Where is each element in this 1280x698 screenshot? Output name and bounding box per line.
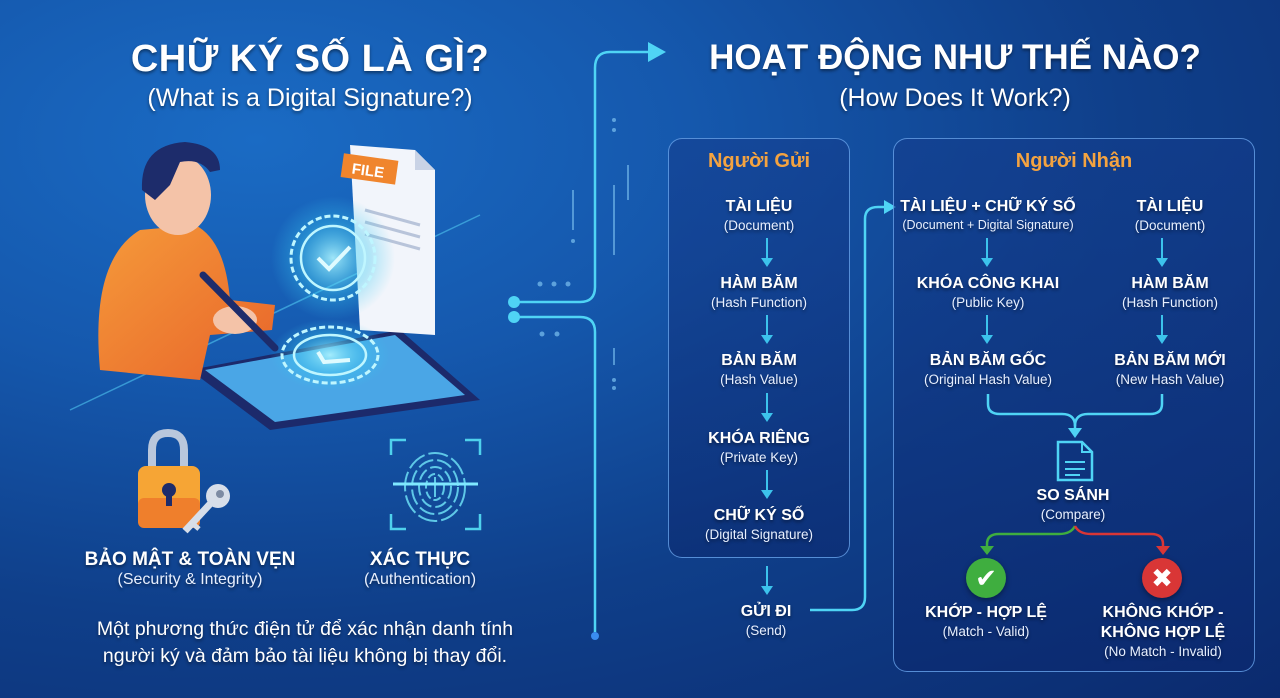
feature-security: BẢO MẬT & TOÀN VẸN (Security & Integrity…: [60, 549, 320, 589]
arrow-down-icon: [761, 566, 773, 595]
arrow-down-icon: [981, 315, 993, 344]
x-circle-icon: ✖: [1142, 558, 1182, 598]
arrow-down-icon: [761, 238, 773, 267]
result-valid: KHỚP - HỢP LỆ(Match - Valid): [925, 604, 1047, 639]
arrow-right-icon: [884, 200, 896, 214]
receiver-step-original-hash: BẢN BĂM GỐC(Original Hash Value): [923, 352, 1053, 387]
receiver-step-document: TÀI LIỆU(Document): [1134, 198, 1206, 233]
description-line-2: người ký và đảm bảo tài liệu không bị th…: [102, 645, 508, 667]
arrow-down-icon: [1068, 428, 1082, 438]
description-line-1: Một phương thức điện tử để xác nhận danh…: [96, 618, 514, 640]
sender-step-hash-function: HÀM BĂM(Hash Function): [710, 275, 808, 310]
receiver-step-doc-signature: TÀI LIỆU + CHỮ KÝ SỐ(Document + Digital …: [900, 198, 1076, 232]
receiver-step-new-hash: BẢN BĂM MỚI(New Hash Value): [1114, 352, 1226, 387]
left-subtitle: (What is a Digital Signature?): [147, 84, 473, 112]
right-title: HOẠT ĐỘNG NHƯ THẾ NÀO?: [709, 38, 1201, 77]
description: Một phương thức điện tử để xác nhận danh…: [45, 616, 565, 670]
result-invalid: KHÔNG KHỚP - KHÔNG HỢP LỆ (No Match - In…: [1100, 604, 1226, 659]
verified-badge-icon: [289, 214, 377, 302]
compare-flow: [986, 394, 1164, 482]
arrow-down-icon: [1156, 315, 1168, 344]
sender-step-private-key: KHÓA RIÊNG(Private Key): [708, 430, 810, 465]
connector-lines: [508, 42, 666, 640]
sender-panel: [668, 138, 850, 558]
arrow-down-icon: [761, 470, 773, 499]
result-branches: [980, 525, 1170, 555]
receiver-heading: Người Nhận: [1015, 150, 1133, 172]
sender-heading: Người Gửi: [707, 150, 811, 172]
check-circle-icon: ✔: [966, 558, 1006, 598]
arrow-down-icon: [761, 393, 773, 422]
sender-step-send: GỬI ĐI(Send): [740, 603, 792, 638]
arrow-down-icon: [1156, 238, 1168, 267]
sender-step-hash-value: BẢN BĂM(Hash Value): [720, 352, 798, 387]
feature-security-subtitle: (Security & Integrity): [117, 571, 263, 588]
arrow-right-icon: [648, 42, 666, 62]
feature-authentication-subtitle: (Authentication): [363, 571, 477, 588]
arrow-down-icon: [981, 238, 993, 267]
receiver-step-compare: SO SÁNH(Compare): [1036, 487, 1110, 522]
left-title: CHỮ KÝ SỐ LÀ GÌ?: [130, 38, 490, 80]
right-subtitle: (How Does It Work?): [839, 84, 1071, 112]
send-connector: [810, 200, 896, 612]
receiver-panel: [893, 138, 1255, 672]
lock-key-icon: [138, 428, 230, 534]
feature-security-title: BẢO MẬT & TOÀN VẸN: [84, 549, 296, 570]
feature-authentication: XÁC THỰC (Authentication): [335, 549, 505, 589]
person-illustration: [98, 142, 279, 380]
receiver-step-public-key: KHÓA CÔNG KHAI(Public Key): [916, 275, 1060, 310]
sender-step-digital-signature: CHỮ KÝ SỐ(Digital Signature): [704, 507, 814, 542]
signing-illustration: FILE: [69, 142, 481, 430]
sender-step-document: TÀI LIỆU(Document): [723, 198, 795, 233]
arrow-down-icon: [761, 315, 773, 344]
svg-text:FILE: FILE: [351, 161, 386, 182]
fingerprint-icon: [389, 438, 482, 531]
compare-document-icon: [1056, 440, 1094, 482]
receiver-step-hash-function: HÀM BĂM(Hash Function): [1121, 275, 1219, 310]
stylus-icon: [199, 271, 279, 352]
feature-authentication-title: XÁC THỰC: [369, 549, 471, 570]
